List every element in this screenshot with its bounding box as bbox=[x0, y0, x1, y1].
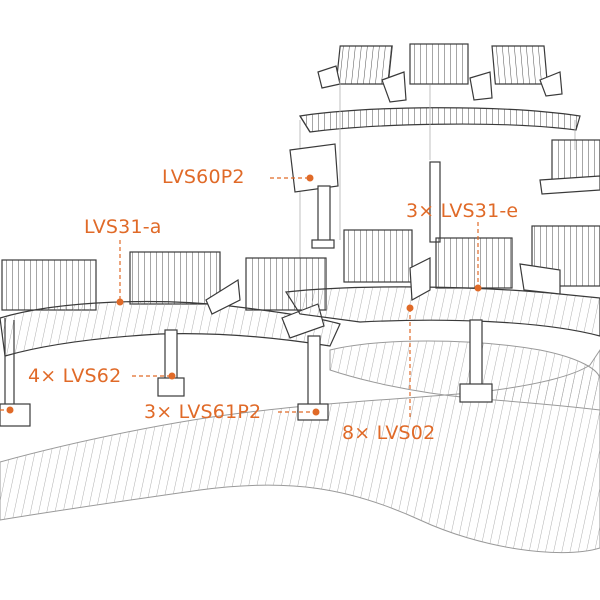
left-bench bbox=[0, 251, 341, 427]
label-lvs31e: 3× LVS31-e bbox=[406, 200, 519, 222]
left-bench-back-2 bbox=[129, 251, 221, 305]
label-lvs62: 4× LVS62 bbox=[28, 365, 122, 387]
left-bench-leg-2 bbox=[307, 335, 321, 409]
exploded-top-chairs bbox=[317, 43, 563, 103]
top-curved-seat bbox=[299, 107, 581, 133]
right-bench-back-1 bbox=[343, 229, 413, 283]
label-lvs02: 8× LVS02 bbox=[342, 422, 436, 444]
label-lvs61p2: 3× LVS61P2 bbox=[144, 401, 262, 423]
left-bench-back-1 bbox=[1, 259, 97, 311]
label-lvs60p2: LVS60P2 bbox=[162, 166, 245, 188]
center-post bbox=[429, 161, 441, 243]
left-bench-seat bbox=[0, 300, 341, 357]
right-bench bbox=[284, 225, 600, 403]
right-bench-back-2 bbox=[435, 237, 513, 289]
ground-shadow bbox=[0, 340, 600, 554]
label-lvs31a: LVS31-a bbox=[84, 216, 162, 238]
chair-back-2 bbox=[409, 43, 469, 85]
lvs60p2-post bbox=[289, 143, 339, 249]
right-partial-chair bbox=[539, 139, 600, 195]
left-bench-leg-1 bbox=[164, 329, 178, 381]
right-bench-leg bbox=[469, 319, 483, 389]
callout-dots bbox=[6, 174, 482, 416]
chair-back-1 bbox=[335, 45, 393, 85]
chair-back-3 bbox=[491, 45, 549, 85]
right-bench-seat bbox=[284, 286, 600, 337]
